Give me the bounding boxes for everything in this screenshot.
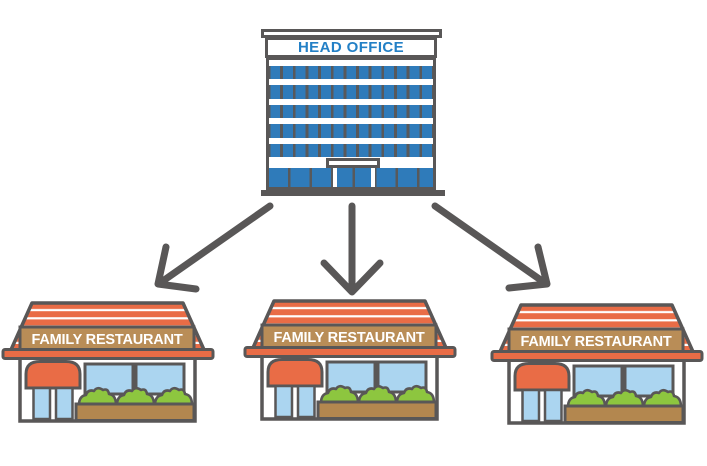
branch-restaurant-3: FAMILY RESTAURANT (490, 303, 704, 425)
roof-eave (243, 346, 457, 358)
door-panel (54, 386, 74, 421)
entrance-awning (266, 358, 324, 388)
restaurant-sign-label: FAMILY RESTAURANT (520, 334, 671, 350)
restaurant-window (83, 362, 135, 396)
entrance-awning (513, 362, 571, 392)
planter-box (563, 404, 685, 424)
arrow-to-right-branch (431, 202, 551, 292)
restaurant-sign-label: FAMILY RESTAURANT (273, 330, 424, 346)
entrance-awning (24, 360, 82, 390)
head-office-sign: HEAD OFFICE (265, 37, 437, 58)
office-window-row (269, 85, 433, 99)
restaurant-roof: FAMILY RESTAURANT (1, 301, 215, 360)
office-floor-slab (269, 60, 433, 66)
head-office-base (261, 190, 445, 196)
office-window-row (269, 66, 433, 80)
bushes (77, 386, 194, 407)
office-door-frame (333, 167, 337, 187)
door-panel (296, 384, 316, 419)
office-storefront (269, 167, 433, 187)
restaurant-roof: FAMILY RESTAURANT (490, 303, 704, 362)
office-entrance-canopy (326, 157, 380, 168)
restaurant-window (325, 360, 377, 394)
office-entrance-band (269, 156, 433, 168)
door-panel (521, 388, 541, 423)
head-office-building (266, 57, 436, 190)
head-office-roof-parapet (261, 29, 442, 38)
roof-eave (1, 348, 215, 360)
office-floor-slab (269, 118, 433, 125)
bushes (566, 388, 683, 409)
arrow-to-middle-branch (320, 202, 384, 296)
office-window-row (269, 124, 433, 138)
planter-box (316, 400, 438, 420)
bushes (319, 384, 436, 405)
office-floor-slab (269, 98, 433, 105)
office-door-frame (371, 167, 375, 187)
door-panel (274, 384, 294, 419)
head-office-label: HEAD OFFICE (297, 39, 405, 56)
restaurant-roof: FAMILY RESTAURANT (243, 299, 457, 358)
roof-eave (490, 350, 704, 362)
branch-restaurant-1: FAMILY RESTAURANT (1, 301, 215, 423)
restaurant-window (572, 364, 624, 398)
planter-box (74, 402, 196, 422)
restaurant-sign-label: FAMILY RESTAURANT (31, 332, 182, 348)
arrow-to-left-branch (154, 202, 274, 293)
office-window-row (269, 143, 433, 157)
door-panel (32, 386, 52, 421)
office-window-row (269, 104, 433, 119)
office-floor-slab (269, 137, 433, 144)
door-panel (543, 388, 563, 423)
office-floor-slab (269, 79, 433, 86)
branch-restaurant-2: FAMILY RESTAURANT (243, 299, 457, 421)
